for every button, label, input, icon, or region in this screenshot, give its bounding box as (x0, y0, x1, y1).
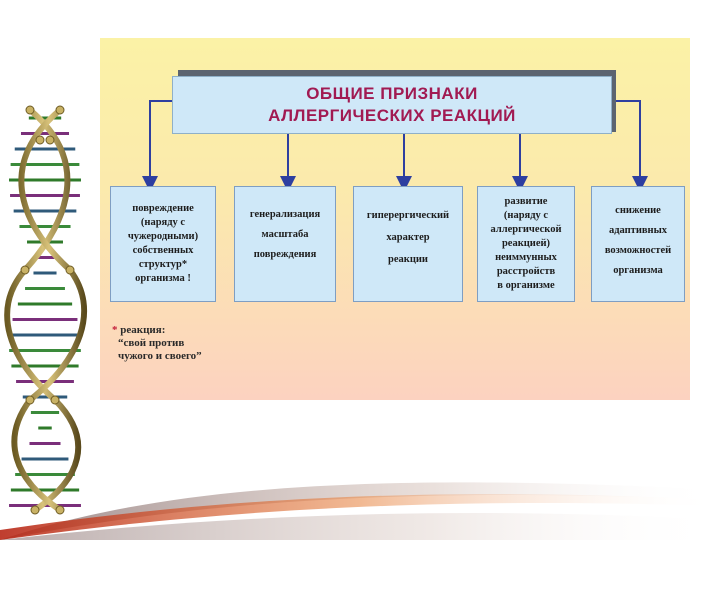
connector-1 (142, 100, 172, 192)
card-line: (наряду с (140, 217, 186, 228)
title-line-2: АЛЛЕРГИЧЕСКИХ РЕАКЦИЙ (268, 106, 516, 125)
slide: ОБЩИЕ ПРИЗНАКИ АЛЛЕРГИЧЕСКИХ РЕАКЦИЙ пов… (0, 38, 720, 540)
footnote-text: реакция: (117, 324, 166, 336)
card-line: структур* (138, 259, 188, 270)
card-line: чужеродными) (127, 231, 199, 242)
card-line: реакцией) (501, 238, 551, 249)
card-line: реакции (388, 254, 428, 265)
card-line: собственных (132, 245, 194, 256)
footnote-line-1: * реакция: (112, 324, 312, 337)
feature-card-generalization: генерализация масштаба повреждения (234, 186, 336, 302)
diagram-title: ОБЩИЕ ПРИЗНАКИ АЛЛЕРГИЧЕСКИХ РЕАКЦИЙ (172, 76, 612, 134)
card-line: повреждения (253, 249, 317, 260)
connector-lines (142, 100, 648, 192)
footnote-line-3: чужого и своего” (118, 350, 202, 362)
feature-card-adaptive: снижение адаптивных возможностей организ… (591, 186, 685, 302)
footnote-star: * (112, 324, 118, 336)
card-line: в организме (497, 280, 555, 291)
title-line-1: ОБЩИЕ ПРИЗНАКИ (306, 84, 478, 103)
card-line: (наряду с (503, 210, 549, 221)
card-line: гиперергический (366, 210, 450, 221)
feature-card-damage: повреждение (наряду с чужеродными) собст… (110, 186, 216, 302)
card-line: расстройств (496, 266, 556, 277)
connector-5 (612, 100, 648, 192)
card-line: адаптивных (608, 225, 668, 236)
card-line: организма ! (135, 273, 191, 284)
feature-card-hyperergic: гиперергический характер реакции (353, 186, 463, 302)
footnote: * реакция: “свой против чужого и своего” (112, 324, 312, 363)
card-line: организма (613, 265, 663, 276)
card-line: снижение (615, 205, 661, 216)
feature-card-non-immune: развитие (наряду с аллергической реакцие… (477, 186, 575, 302)
card-line: генерализация (249, 209, 321, 220)
card-line: характер (386, 232, 430, 243)
decorative-swoosh-footer (0, 482, 720, 540)
card-line: аллергической (490, 224, 562, 235)
card-line: масштаба (261, 229, 309, 240)
footnote-line-2: “свой против (118, 337, 185, 349)
card-line: развитие (504, 196, 548, 207)
card-line: повреждение (132, 203, 194, 214)
card-line: неиммунных (495, 252, 557, 263)
dna-helix-image (4, 105, 88, 515)
card-line: возможностей (604, 245, 672, 256)
